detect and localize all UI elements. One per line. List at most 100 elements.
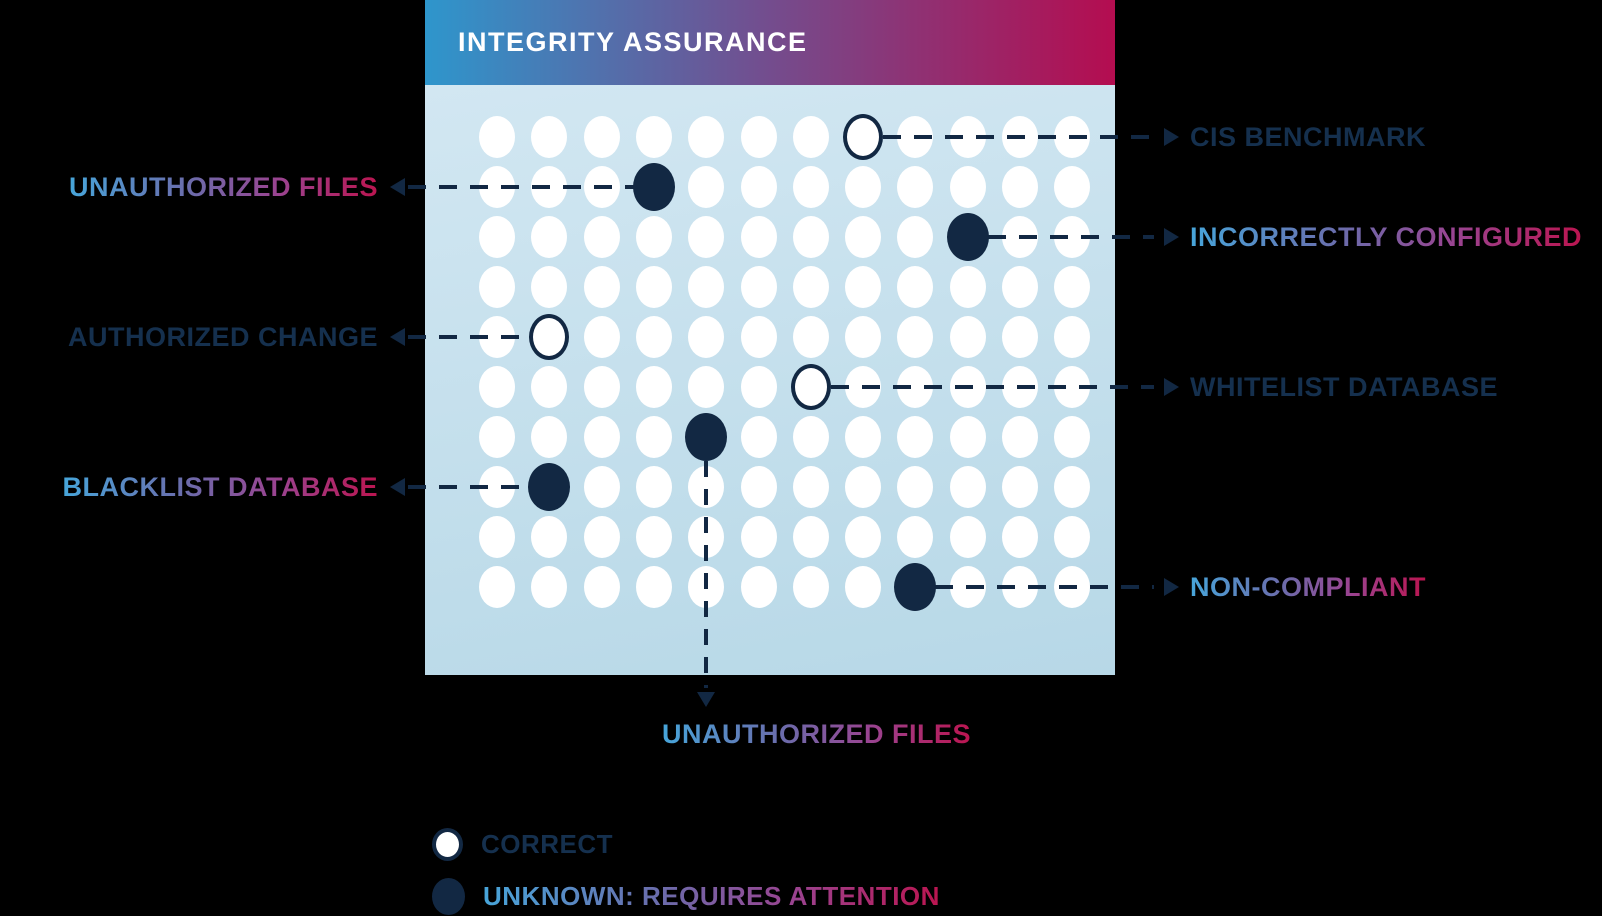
connector-line [408,485,530,489]
marker-dot-unknown [528,463,571,511]
grid-dot [688,316,725,358]
grid-dot [740,466,777,508]
arrow-right-icon [1164,378,1179,396]
grid-dot [949,516,986,558]
grid-dot [531,416,568,458]
grid-dot [531,116,568,158]
grid-dot [1002,416,1038,458]
grid-dot [845,266,882,308]
grid-dot [635,566,672,608]
grid-dot [531,216,568,258]
grid-dot [845,416,882,458]
panel-header: INTEGRITY ASSURANCE [425,0,1115,85]
grid-dot [792,266,829,308]
grid-dot [740,216,777,258]
grid-dot [479,366,515,408]
grid-dot [635,466,672,508]
grid-dot [1054,316,1091,358]
grid-dot [583,316,620,358]
grid-dot [583,116,620,158]
grid-dot [583,566,620,608]
legend-label-unknown: UNKNOWN: REQUIRES ATTENTION [483,878,940,915]
grid-dot [740,566,777,608]
connector-line [408,335,530,339]
grid-dot [479,216,515,258]
grid-dot [583,266,620,308]
grid-dot [897,466,934,508]
marker-dot-unknown [894,563,937,611]
grid-dot [688,116,725,158]
callout-label: CIS BENCHMARK [1190,122,1426,152]
grid-dot [740,166,777,208]
grid-dot [845,216,882,258]
connector-line [987,235,1154,239]
grid-dot [635,316,672,358]
grid-dot [1002,316,1038,358]
grid-dot [1054,416,1091,458]
grid-dot [897,266,934,308]
grid-dot [531,366,568,408]
callout-label: UNAUTHORIZED FILES [662,716,971,752]
grid-dot [845,166,882,208]
connector-line [883,135,1154,139]
grid-dot [635,416,672,458]
callout-label: WHITELIST DATABASE [1190,372,1498,402]
page-title: INTEGRITY ASSURANCE [458,27,808,57]
callout-label: UNAUTHORIZED FILES [69,169,378,205]
grid-dot [897,166,934,208]
grid-dot [1002,466,1038,508]
grid-dot [688,266,725,308]
grid-dot [740,366,777,408]
grid-dot [897,416,934,458]
callout-label: BLACKLIST DATABASE [63,469,378,505]
legend-item-unknown: UNKNOWN: REQUIRES ATTENTION [432,878,940,915]
grid-dot [635,216,672,258]
grid-dot [635,266,672,308]
grid-dot [740,516,777,558]
grid-dot [792,516,829,558]
grid-dot [792,466,829,508]
connector-line [704,461,709,688]
grid-dot [740,116,777,158]
legend: CORRECT UNKNOWN: REQUIRES ATTENTION [432,826,940,915]
arrow-right-icon [1164,578,1179,596]
arrow-down-icon [697,692,716,707]
arrow-left-icon [390,178,405,196]
callout-label: AUTHORIZED CHANGE [68,322,378,352]
grid-dot [1054,266,1091,308]
grid-dot [845,566,882,608]
grid-dot [740,266,777,308]
grid-dot [479,266,515,308]
grid-dot [949,266,986,308]
grid-dot [1054,166,1091,208]
connector-line [935,585,1154,589]
grid-dot [635,366,672,408]
grid-dot [688,366,725,408]
grid-dot [531,566,568,608]
grid-dot [583,366,620,408]
grid-dot [688,216,725,258]
grid-dot [792,566,829,608]
grid-dot [583,216,620,258]
grid-dot [583,466,620,508]
marker-dot-unknown [632,163,675,211]
marker-dot-unknown [685,413,728,461]
grid-dot [792,416,829,458]
arrow-left-icon [390,328,405,346]
callout-label: INCORRECTLY CONFIGURED [1190,219,1582,255]
grid-dot [688,166,725,208]
grid-dot [479,566,515,608]
grid-dot [531,266,568,308]
arrow-right-icon [1164,228,1179,246]
legend-item-correct: CORRECT [432,826,940,863]
grid-dot [897,316,934,358]
grid-dot [1054,516,1091,558]
connector-line [830,385,1154,389]
unknown-dot-icon [432,878,465,915]
grid-dot [479,416,515,458]
grid-dot [792,216,829,258]
grid-dot [949,166,986,208]
grid-dot [845,516,882,558]
grid-dot [792,166,829,208]
